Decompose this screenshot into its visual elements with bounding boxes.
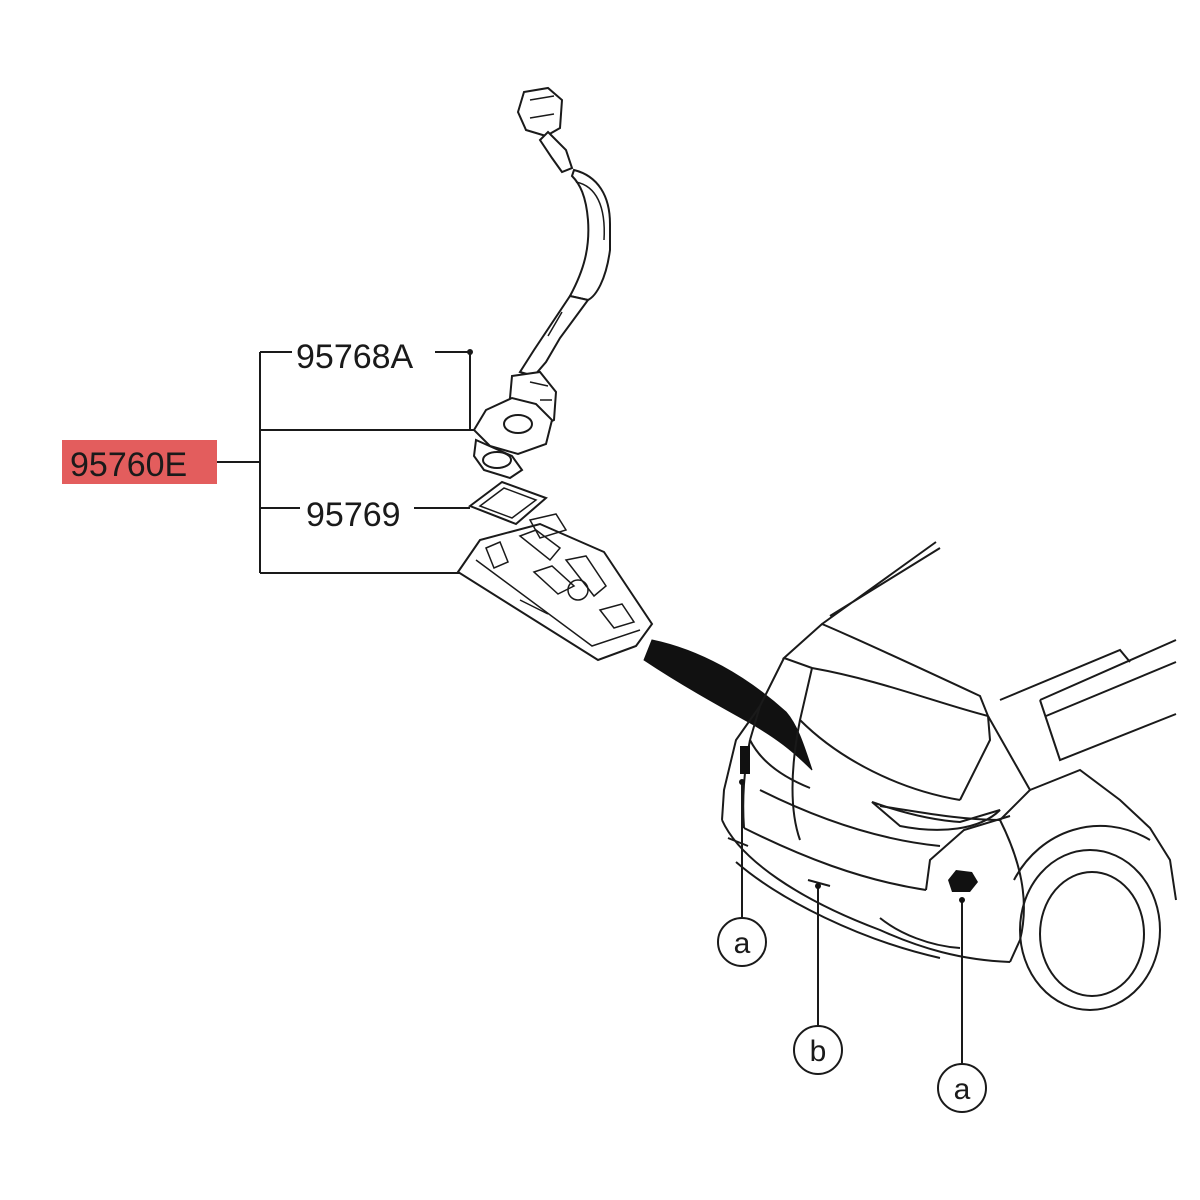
bracket-lines [215,349,480,574]
callout-a-right: a [937,1063,987,1113]
location-arrow [643,639,813,771]
callout-a-left: a [717,917,767,967]
callout-leaders [739,779,965,1064]
vehicle-rear [721,541,1177,1011]
rear-camera [472,370,558,480]
assembly-part-number: 95760E [70,446,187,484]
camera-housing [456,513,654,662]
camera-bracket-part-number: 95768A [296,338,414,376]
callout-a-right-letter: a [954,1073,971,1106]
gasket [467,480,548,526]
wiring-harness [516,86,611,378]
callout-b-letter: b [810,1035,827,1068]
callout-b: b [793,1025,843,1075]
sensor-mark [948,870,978,892]
assembly-label-highlight [62,440,217,484]
gasket-part-number: 95769 [306,496,401,534]
callout-a-left-letter: a [734,927,751,960]
